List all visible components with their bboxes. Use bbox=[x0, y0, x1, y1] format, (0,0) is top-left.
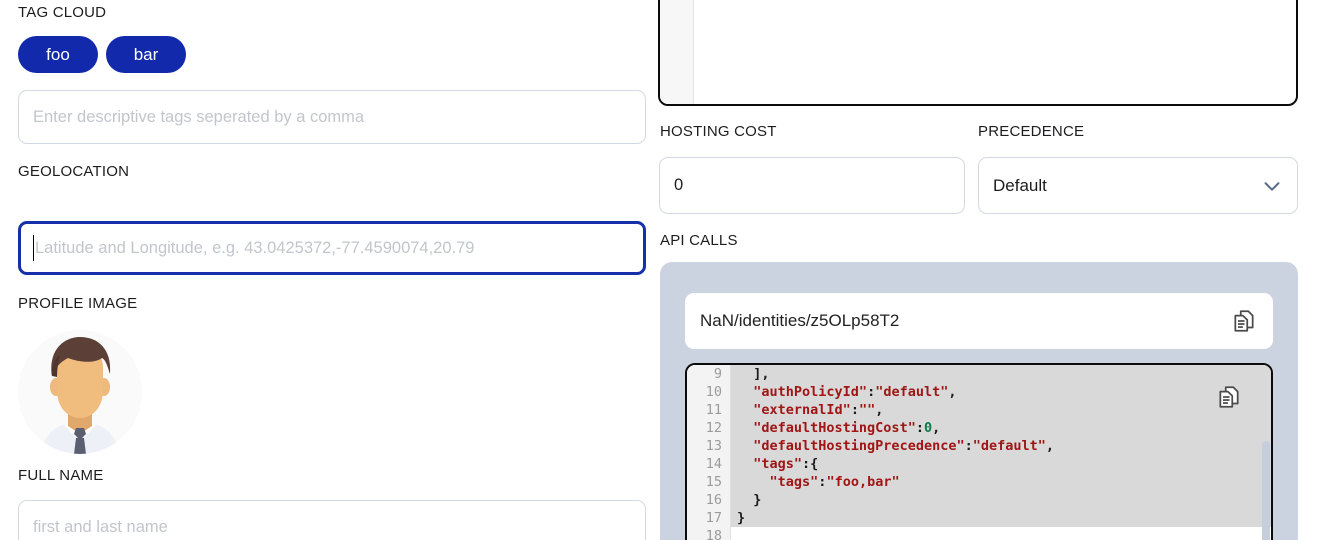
line-number: 16 bbox=[705, 492, 722, 508]
hosting-cost-label: HOSTING COST bbox=[660, 123, 777, 140]
code-token: , bbox=[1045, 438, 1055, 454]
code-token: :{ bbox=[802, 456, 819, 472]
precedence-select[interactable]: Default bbox=[978, 157, 1298, 214]
line-number-gutter: 9 10 11 12 13 14 15 16 17 18 bbox=[687, 365, 731, 540]
line-number: 12 bbox=[705, 420, 722, 436]
api-url-text: NaN/identities/z5OLp58T2 bbox=[700, 311, 900, 330]
avatar[interactable] bbox=[18, 330, 142, 454]
line-number: 17 bbox=[705, 510, 722, 526]
copy-icon[interactable] bbox=[1209, 377, 1249, 417]
tags-input-wrapper bbox=[18, 90, 646, 144]
copy-icon[interactable] bbox=[1221, 298, 1267, 344]
code-token: "tags" bbox=[769, 474, 819, 490]
code-line: "externalId":"", bbox=[731, 401, 1271, 419]
top-code-editor[interactable] bbox=[658, 0, 1298, 106]
top-code-editor-gutter bbox=[660, 0, 694, 104]
full-name-label: FULL NAME bbox=[18, 467, 104, 484]
code-line: } bbox=[731, 509, 1271, 527]
tag-pill-list: foo bar bbox=[18, 36, 186, 73]
api-calls-label: API CALLS bbox=[660, 232, 738, 249]
hosting-cost-wrapper bbox=[659, 157, 965, 214]
code-token: "defaultHostingPrecedence" bbox=[753, 438, 965, 454]
tag-cloud-label: TAG CLOUD bbox=[18, 4, 107, 21]
code-token: "externalId" bbox=[753, 402, 851, 418]
hosting-cost-input[interactable] bbox=[659, 157, 965, 214]
code-token: , bbox=[948, 384, 957, 400]
code-token: "default" bbox=[972, 438, 1046, 454]
code-token: , bbox=[932, 420, 941, 436]
code-token bbox=[737, 438, 753, 454]
api-url-row[interactable]: NaN/identities/z5OLp58T2 bbox=[685, 293, 1273, 349]
code-line: "tags":{ bbox=[731, 455, 1271, 473]
code-token: : bbox=[915, 420, 924, 436]
code-line: "tags":"foo,bar" bbox=[731, 473, 1271, 491]
code-token: : bbox=[850, 402, 859, 418]
chevron-down-icon bbox=[1261, 175, 1283, 197]
precedence-wrapper: Default bbox=[978, 157, 1298, 214]
code-token: "authPolicyId" bbox=[753, 384, 868, 400]
code-line: "authPolicyId":"default", bbox=[731, 383, 1271, 401]
code-token: , bbox=[875, 402, 884, 418]
line-number: 13 bbox=[705, 438, 722, 454]
code-token bbox=[737, 384, 753, 400]
line-number: 14 bbox=[705, 456, 722, 472]
profile-image-label: PROFILE IMAGE bbox=[18, 295, 138, 312]
geolocation-label: GEOLOCATION bbox=[18, 163, 130, 180]
code-line: "defaultHostingPrecedence":"default", bbox=[731, 437, 1271, 455]
code-token: : bbox=[964, 438, 973, 454]
code-token: } bbox=[737, 492, 762, 508]
code-token: "foo,bar" bbox=[826, 474, 900, 490]
code-line: ], bbox=[731, 365, 1271, 383]
line-number: 15 bbox=[705, 474, 722, 490]
avatar-icon bbox=[18, 330, 142, 454]
code-token: : bbox=[818, 474, 827, 490]
tag-pill-bar[interactable]: bar bbox=[106, 36, 186, 73]
full-name-input[interactable] bbox=[18, 500, 646, 540]
full-name-input-wrapper bbox=[18, 500, 646, 540]
tag-pill-foo[interactable]: foo bbox=[18, 36, 98, 73]
line-number: 11 bbox=[705, 402, 722, 418]
line-number: 9 bbox=[713, 366, 722, 382]
precedence-label: PRECEDENCE bbox=[978, 123, 1085, 140]
line-number: 10 bbox=[705, 384, 722, 400]
code-token: ], bbox=[737, 366, 770, 382]
geolocation-input-wrapper bbox=[18, 221, 646, 275]
code-token bbox=[737, 420, 753, 436]
code-token: } bbox=[737, 510, 746, 526]
code-line: } bbox=[731, 491, 1271, 509]
code-token: "" bbox=[858, 402, 876, 418]
code-token: 0 bbox=[923, 420, 933, 436]
code-content-area[interactable]: ], "authPolicyId":"default", "externalId… bbox=[731, 365, 1271, 540]
line-number: 18 bbox=[705, 528, 722, 540]
code-token bbox=[737, 474, 770, 490]
text-caret bbox=[33, 235, 34, 261]
code-token: "tags" bbox=[753, 456, 803, 472]
code-token: "defaultHostingCost" bbox=[753, 420, 916, 436]
code-editor-scrollbar[interactable] bbox=[1262, 441, 1270, 540]
geolocation-input[interactable] bbox=[18, 221, 646, 275]
code-token bbox=[737, 456, 753, 472]
code-token bbox=[737, 402, 753, 418]
tags-input[interactable] bbox=[18, 90, 646, 144]
code-lines: ], "authPolicyId":"default", "externalId… bbox=[731, 365, 1271, 527]
code-line: "defaultHostingCost":0, bbox=[731, 419, 1271, 437]
precedence-selected-value: Default bbox=[993, 175, 1047, 195]
api-calls-panel: NaN/identities/z5OLp58T2 9 10 11 12 13 14 15 16… bbox=[660, 262, 1298, 540]
code-token: : bbox=[867, 384, 876, 400]
code-token: "default" bbox=[875, 384, 949, 400]
